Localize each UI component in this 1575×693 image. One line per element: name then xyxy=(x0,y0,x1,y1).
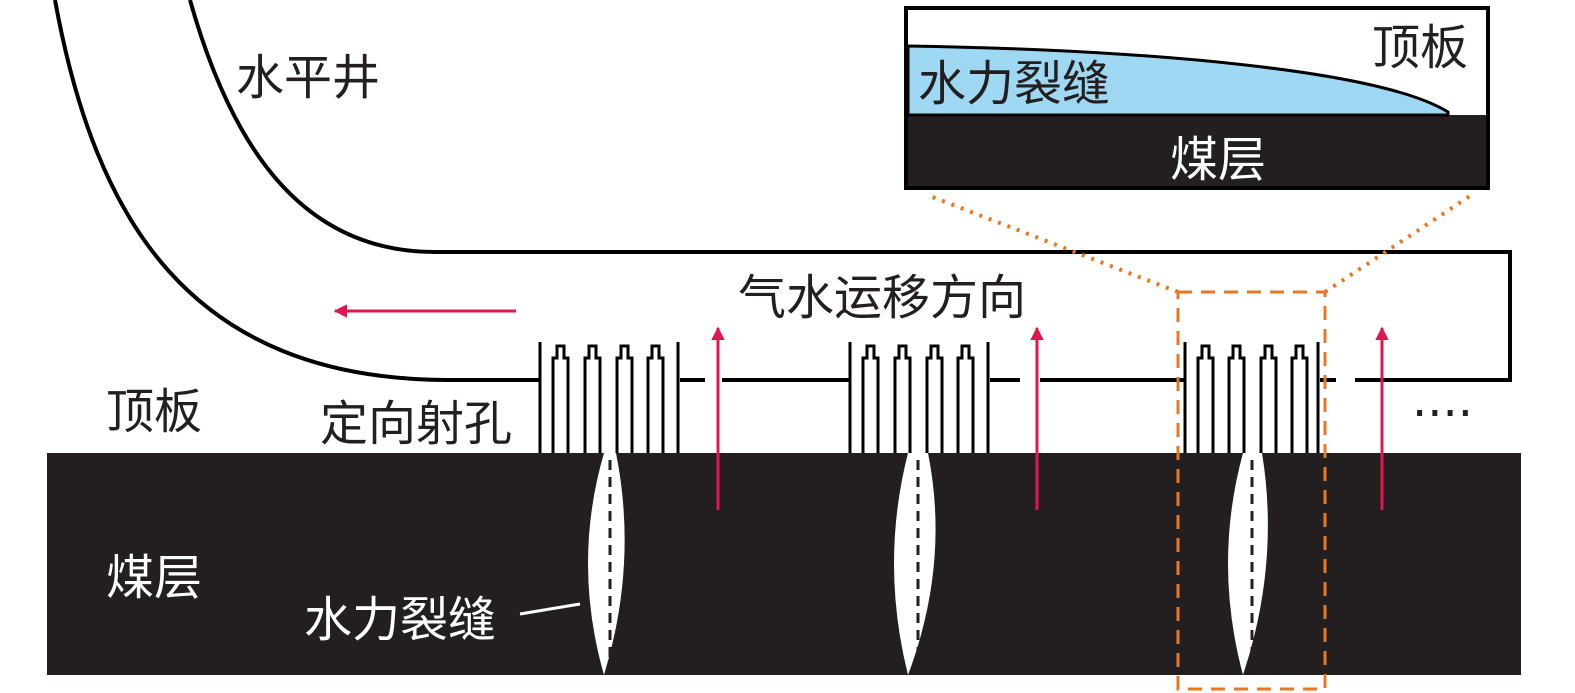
inset-fracture-wedge xyxy=(906,44,1450,117)
well-inner-wall xyxy=(188,0,1512,382)
continuation-dots: ···· xyxy=(1412,386,1473,442)
perforation-tool-2 xyxy=(848,342,990,453)
perforation-tool-3 xyxy=(1183,342,1320,453)
coal-seam-band xyxy=(47,453,1521,675)
gas-water-migration-label: 气水运移方向 xyxy=(738,270,1026,326)
hydraulic-fracture-leader xyxy=(519,602,581,616)
fracture-2 xyxy=(894,453,936,675)
fracture-1 xyxy=(588,453,625,675)
inset-roof-label: 顶板 xyxy=(1372,20,1468,76)
inset-coal-label: 煤层 xyxy=(1170,132,1266,188)
directional-perforation-label: 定向射孔 xyxy=(320,396,512,452)
well-outer-wall xyxy=(53,0,540,382)
inset-coal-seam xyxy=(906,115,1488,188)
perforation-tool-1 xyxy=(538,342,680,453)
inset-fracture-label: 水力裂缝 xyxy=(918,56,1110,112)
horizontal-well-label: 水平井 xyxy=(236,50,380,106)
zoom-connector-left xyxy=(929,194,1179,294)
roof-label: 顶板 xyxy=(106,384,202,440)
fracture-3 xyxy=(1228,453,1268,675)
coal-seam-label: 煤层 xyxy=(106,550,202,606)
inset-panel: 顶板 水力裂缝 煤层 xyxy=(904,6,1490,190)
zoom-highlight-box xyxy=(1176,290,1327,691)
zoom-connector-right xyxy=(1323,194,1472,294)
inset-frame xyxy=(904,6,1490,190)
hydraulic-fracture-label: 水力裂缝 xyxy=(304,592,496,648)
